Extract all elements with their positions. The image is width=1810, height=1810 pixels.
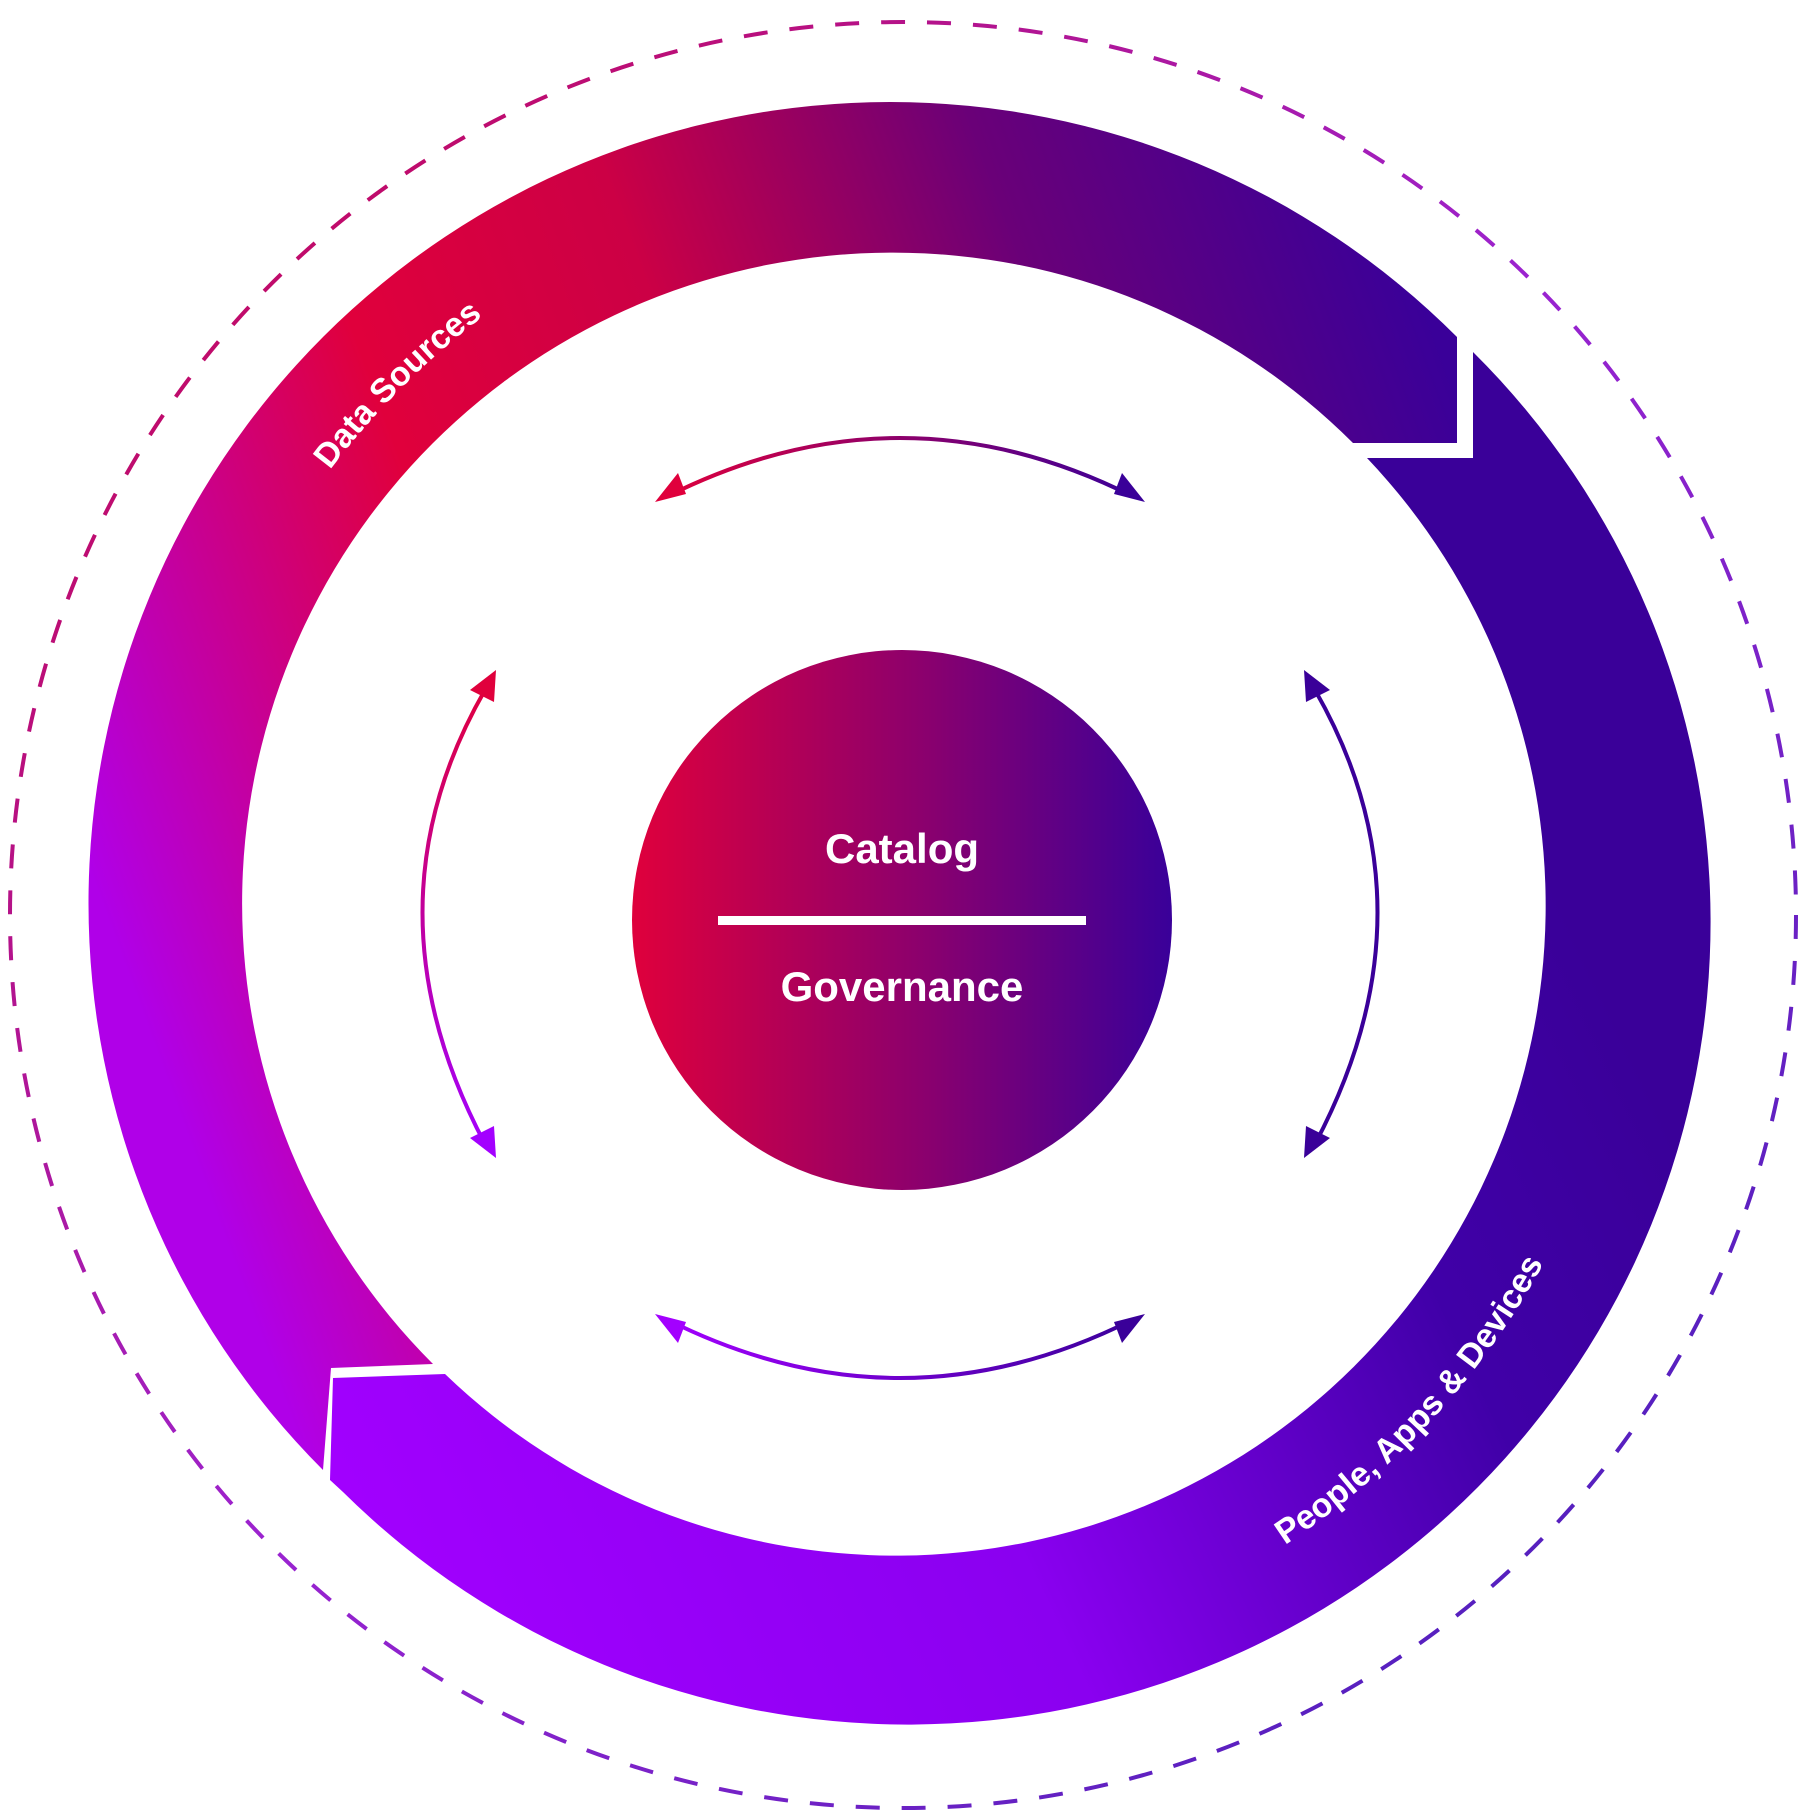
top-connector-right-arrowhead [1114,473,1145,502]
ring-band-lower [330,352,1711,1725]
left-connector-bottom-arrowhead [470,1126,496,1158]
catalog-label: Catalog [825,825,979,872]
right-connector [1304,670,1380,1158]
right-connector-top-arrowhead [1304,670,1330,702]
ring-band-upper [88,101,1458,1471]
center-hub: Catalog Governance [632,650,1172,1190]
left-connector [420,670,496,1158]
left-connector-top-arrowhead [470,670,496,702]
governance-label: Governance [781,963,1024,1010]
bottom-connector-left-arrowhead [655,1314,686,1343]
top-connector [655,436,1145,502]
outer-dashed-orbit [8,20,1798,1810]
bottom-connector [655,1314,1145,1380]
bottom-connector-right-arrowhead [1114,1314,1145,1343]
right-connector-bottom-arrowhead [1304,1126,1330,1158]
hub-divider [718,916,1086,925]
top-connector-left-arrowhead [655,473,686,502]
